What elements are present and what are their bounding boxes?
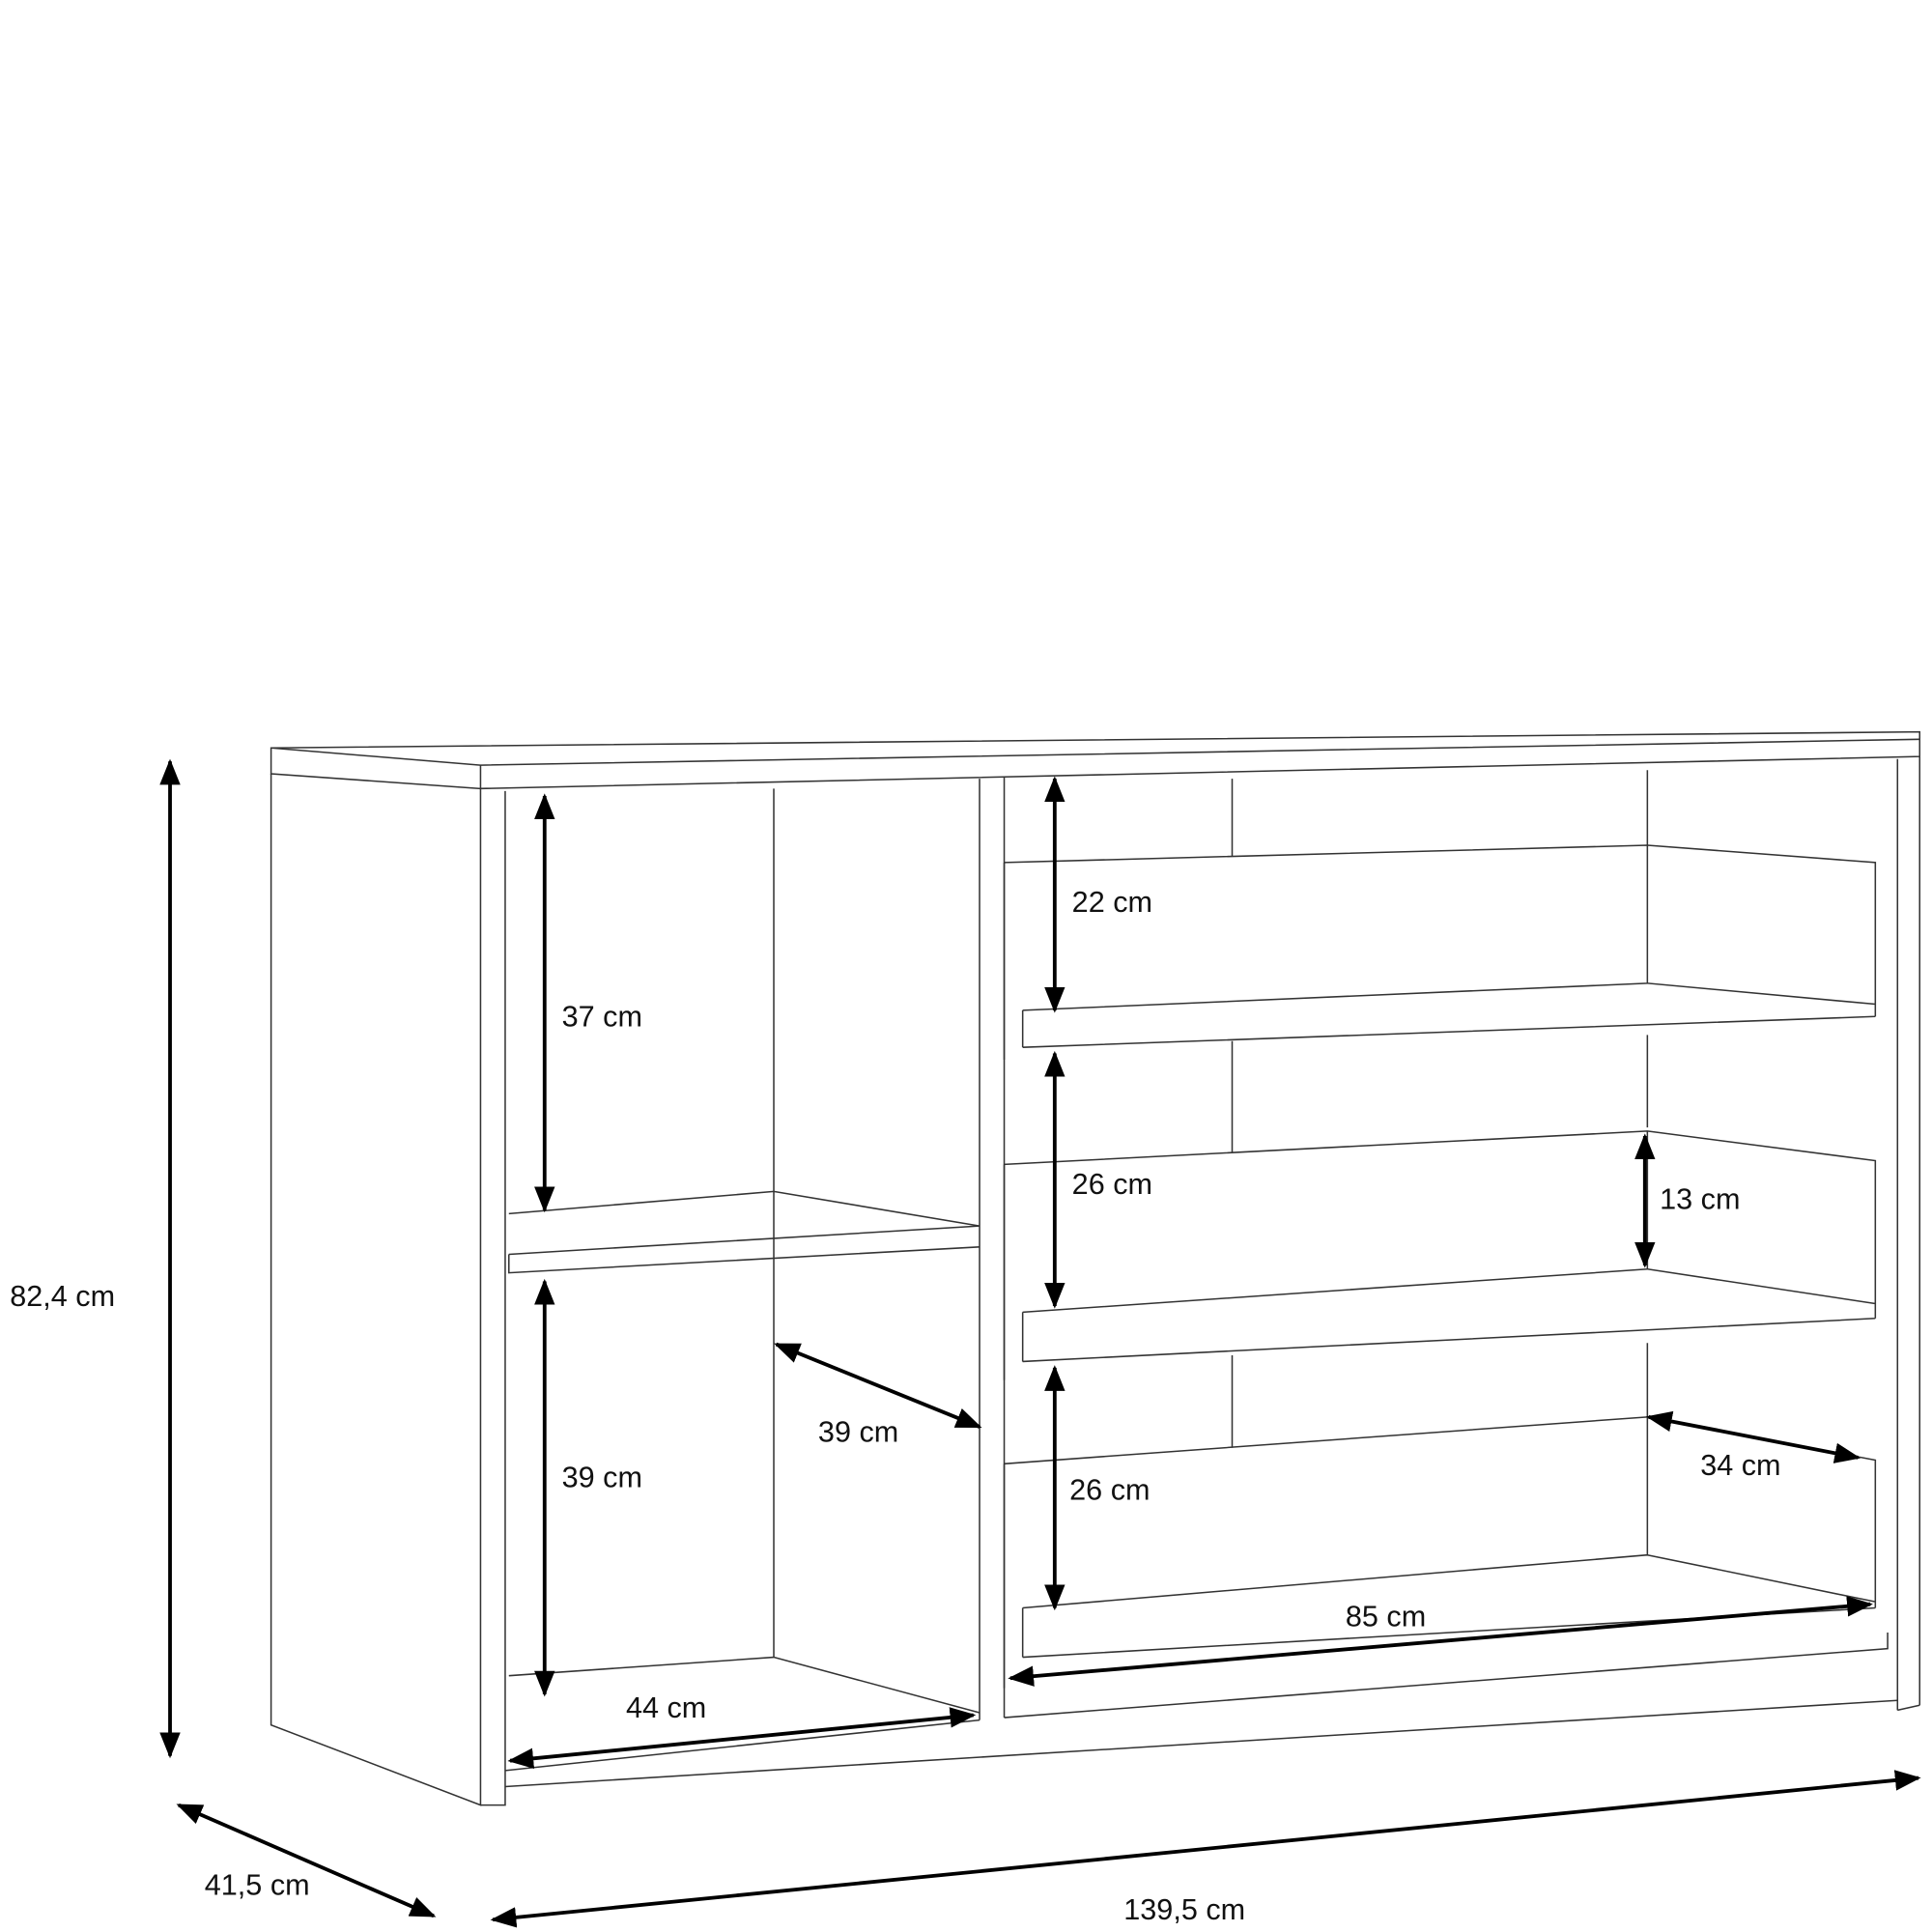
height-label: 82,4 cm	[10, 1280, 115, 1313]
dimension-arrows	[159, 758, 1921, 1928]
drawer1-label: 22 cm	[1072, 886, 1152, 919]
drawer-depth-label: 34 cm	[1700, 1449, 1780, 1482]
upper-shelf-label: 37 cm	[562, 1001, 642, 1034]
drawer3-label: 26 cm	[1069, 1473, 1150, 1506]
drawer-depth-arrow	[1646, 1410, 1861, 1463]
depth-arrow	[176, 1803, 437, 1918]
lower-shelf-label: 39 cm	[562, 1462, 642, 1494]
shelf-width-arrow	[507, 1707, 977, 1770]
drawer-width-arrow	[1008, 1596, 1873, 1687]
width-label: 139,5 cm	[1123, 1893, 1245, 1926]
dimension-labels: 82,4 cm 41,5 cm 139,5 cm 37 cm 39 cm 39 …	[10, 886, 1780, 1926]
cabinet-outline	[270, 730, 1921, 1806]
shelf-width-label: 44 cm	[626, 1691, 706, 1724]
drawer2-label: 26 cm	[1072, 1168, 1152, 1201]
drawer-inner-label: 13 cm	[1660, 1182, 1740, 1215]
shelf-depth-label: 39 cm	[818, 1415, 898, 1448]
depth-label: 41,5 cm	[205, 1869, 310, 1902]
shelf-depth-arrow	[774, 1342, 982, 1429]
width-arrow	[490, 1770, 1921, 1928]
drawer-width-label: 85 cm	[1346, 1601, 1426, 1634]
